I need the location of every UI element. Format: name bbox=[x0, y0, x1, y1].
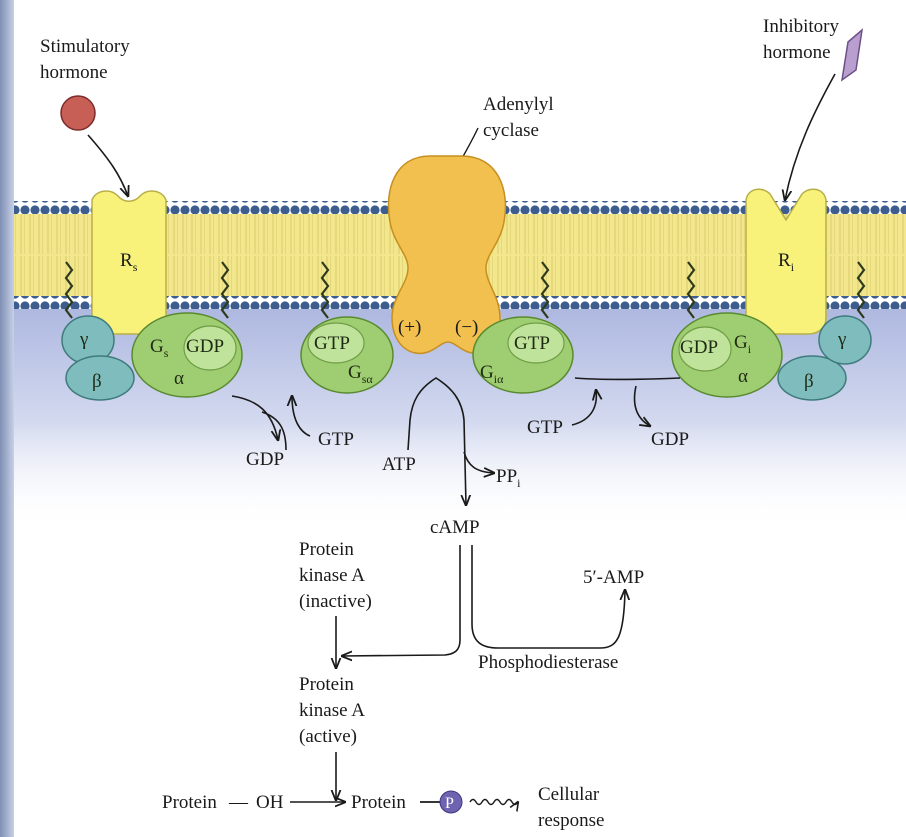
camp-label: cAMP bbox=[430, 517, 480, 538]
stimulatory-hormone-icon bbox=[61, 96, 95, 130]
phosphate-label: P bbox=[445, 795, 454, 812]
stimulatory-hormone-arrow bbox=[88, 135, 128, 196]
atp-label: ATP bbox=[382, 454, 416, 475]
protein-product-label: Protein bbox=[351, 792, 406, 813]
oh-label: OH bbox=[256, 792, 284, 813]
five-amp-label: 5′-AMP bbox=[583, 567, 644, 588]
protein-oh-dash: — bbox=[228, 792, 249, 813]
left-beta-label: β bbox=[92, 371, 102, 392]
gs-alpha-gtp-label: GTP bbox=[314, 333, 350, 354]
right-gamma-label: γ bbox=[837, 329, 846, 350]
gs-alpha-label: α bbox=[174, 368, 184, 389]
right-gtp-label: GTP bbox=[527, 417, 563, 438]
protein-substrate-label: Protein bbox=[162, 792, 217, 813]
stimulatory-hormone-label: Stimulatory hormone bbox=[40, 36, 134, 83]
camp-to-5amp-arrow bbox=[472, 545, 625, 648]
left-gtp-label: GTP bbox=[318, 429, 354, 450]
inhibitory-hormone-arrow bbox=[785, 74, 835, 200]
left-gdp-label: GDP bbox=[246, 449, 284, 470]
gi-alpha-label: α bbox=[738, 366, 748, 387]
inhibitory-hormone-icon bbox=[842, 30, 862, 80]
gi-gdp-label: GDP bbox=[680, 337, 718, 358]
right-beta-label: β bbox=[804, 371, 814, 392]
pka-active-label: Protein kinase A (active) bbox=[299, 674, 369, 747]
gs-gdp-label: GDP bbox=[186, 336, 224, 357]
cyclase-plus-sign: (+) bbox=[398, 317, 421, 338]
cellular-response-label: Cellular response bbox=[538, 784, 604, 831]
inhibitory-hormone-label: Inhibitory hormone bbox=[763, 16, 844, 63]
gi-alpha-gtp-label: GTP bbox=[514, 333, 550, 354]
right-gdp-label: GDP bbox=[651, 429, 689, 450]
pka-inactive-label: Protein kinase A (inactive) bbox=[299, 539, 372, 612]
cyclase-minus-sign: (−) bbox=[455, 317, 478, 338]
left-gamma-label: γ bbox=[79, 329, 88, 350]
response-wavy-arrow bbox=[470, 800, 518, 805]
phosphodiesterase-label: Phosphodiesterase bbox=[478, 652, 618, 673]
adenylyl-cyclase-label: Adenylyl cyclase bbox=[483, 94, 558, 141]
